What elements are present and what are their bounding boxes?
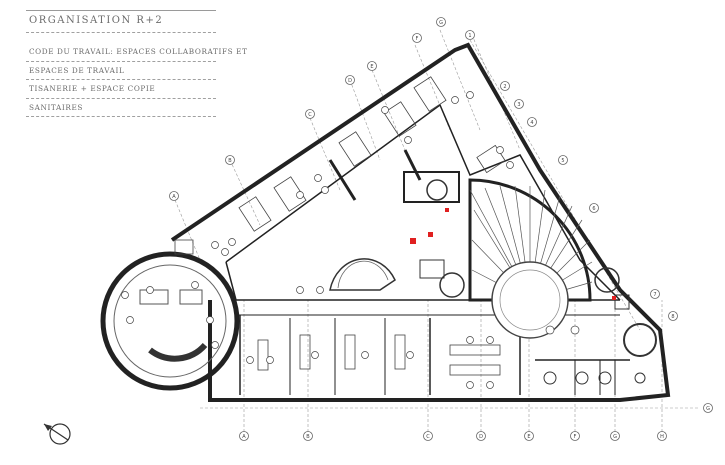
sanitary-fixtures xyxy=(419,259,646,385)
grid-label-right-1: 2 xyxy=(503,84,506,90)
grid-label-right-3: 4 xyxy=(530,120,533,126)
north-arrow-icon xyxy=(43,423,71,445)
grid-label-right-5: 6 xyxy=(592,206,595,212)
grid-label-top-2: E xyxy=(370,64,373,70)
grid-label-right-2: 3 xyxy=(517,102,520,108)
grid-label-top-5: B xyxy=(228,158,232,164)
legend-item-tisanerie: TISANERIE + ESPACE COPIE xyxy=(26,80,216,99)
grid-label-bottom-3: D xyxy=(479,434,483,440)
grid-label-bottom-0: A xyxy=(242,434,246,440)
chairs xyxy=(121,91,580,389)
grid-label-top-4: C xyxy=(308,112,312,118)
legend-item-workspaces: ESPACES DE TRAVAIL xyxy=(26,62,216,80)
grid-label-right-0: 1 xyxy=(468,33,471,39)
legend-item-collab: CODE DU TRAVAIL: ESPACES COLLABORATIFS E… xyxy=(26,43,247,62)
grid-label-bottom-8: G xyxy=(706,406,710,412)
grid-label-top-0: G xyxy=(439,20,443,26)
legend-item-sanitaires: SANITAIRES xyxy=(26,99,216,117)
red-markers xyxy=(410,208,616,300)
building-walls xyxy=(170,42,671,402)
spiral-stair xyxy=(329,179,657,357)
stair-hall xyxy=(468,178,593,339)
grid-bubbles xyxy=(169,17,713,441)
grid-label-bottom-5: F xyxy=(574,434,577,440)
grid-label-top-6: A xyxy=(172,194,176,200)
desks xyxy=(174,76,506,376)
plan-title: ORGANISATION R+2 xyxy=(26,10,216,33)
round-tower xyxy=(100,251,240,391)
grid-label-bottom-2: C xyxy=(426,434,430,440)
grid-label-bottom-6: G xyxy=(613,434,617,440)
grid-label-right-6: 7 xyxy=(653,292,656,298)
grid-label-bottom-7: H xyxy=(660,434,664,440)
grid-label-right-7: 8 xyxy=(671,314,674,320)
grid-label-top-1: F xyxy=(416,36,419,42)
grid-label-bottom-4: E xyxy=(527,434,530,440)
legend-panel: ORGANISATION R+2 CODE DU TRAVAIL: ESPACE… xyxy=(26,10,247,117)
grid-label-right-4: 5 xyxy=(561,158,564,164)
grid-label-bottom-1: B xyxy=(306,434,310,440)
grid-label-top-3: D xyxy=(348,78,352,84)
